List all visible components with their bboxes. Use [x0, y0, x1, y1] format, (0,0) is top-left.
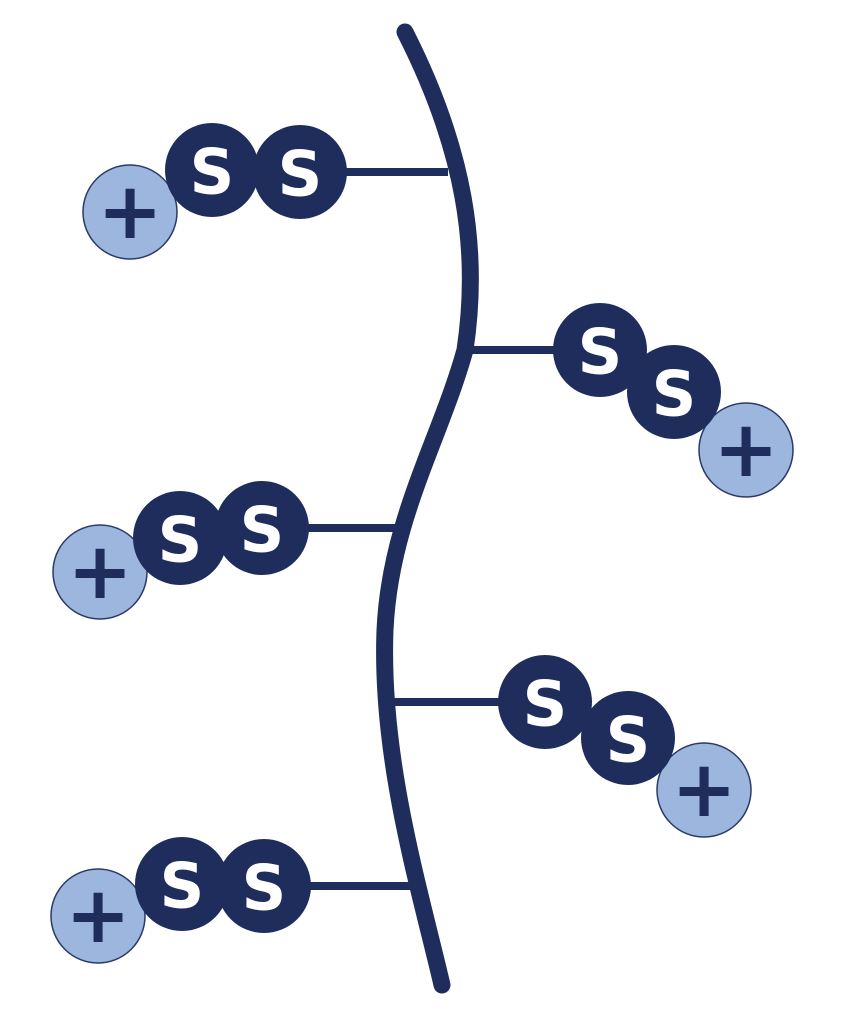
sulfur-atom: S: [253, 125, 347, 219]
side-group-3: + S S: [52, 481, 405, 620]
sulfur-label: S: [190, 136, 235, 209]
sulfur-atom: S: [498, 655, 592, 749]
charge-circle: +: [52, 524, 148, 620]
plus-icon: +: [97, 167, 162, 257]
plus-icon: +: [713, 405, 778, 495]
sulfur-atom: S: [581, 691, 675, 785]
side-group-4: + S S: [388, 655, 752, 838]
side-group-5: + S S: [50, 837, 410, 964]
plus-icon: +: [65, 871, 130, 961]
side-group-2: + S S: [465, 303, 794, 498]
sulfur-atom: S: [165, 123, 259, 217]
polymer-backbone: [376, 23, 479, 994]
charge-circle: +: [82, 164, 178, 260]
sulfur-atom: S: [215, 481, 309, 575]
side-group-1: + S S: [82, 123, 448, 260]
plus-icon: +: [67, 527, 132, 617]
sulfur-atom: S: [135, 837, 229, 931]
sulfur-atom: S: [217, 839, 311, 933]
sulfur-label: S: [158, 504, 203, 577]
sulfur-label: S: [278, 138, 323, 211]
sulfur-atom: S: [627, 345, 721, 439]
sulfur-label: S: [652, 358, 697, 431]
sulfur-atom: S: [553, 303, 647, 397]
sulfur-label: S: [242, 852, 287, 925]
sulfur-label: S: [240, 494, 285, 567]
sulfur-label: S: [606, 704, 651, 777]
charge-circle: +: [698, 402, 794, 498]
sulfur-label: S: [160, 850, 205, 923]
sulfur-label: S: [578, 316, 623, 389]
sulfur-label: S: [523, 668, 568, 741]
charge-circle: +: [50, 868, 146, 964]
charge-circle: +: [656, 742, 752, 838]
sulfur-atom: S: [133, 491, 227, 585]
plus-icon: +: [671, 745, 736, 835]
